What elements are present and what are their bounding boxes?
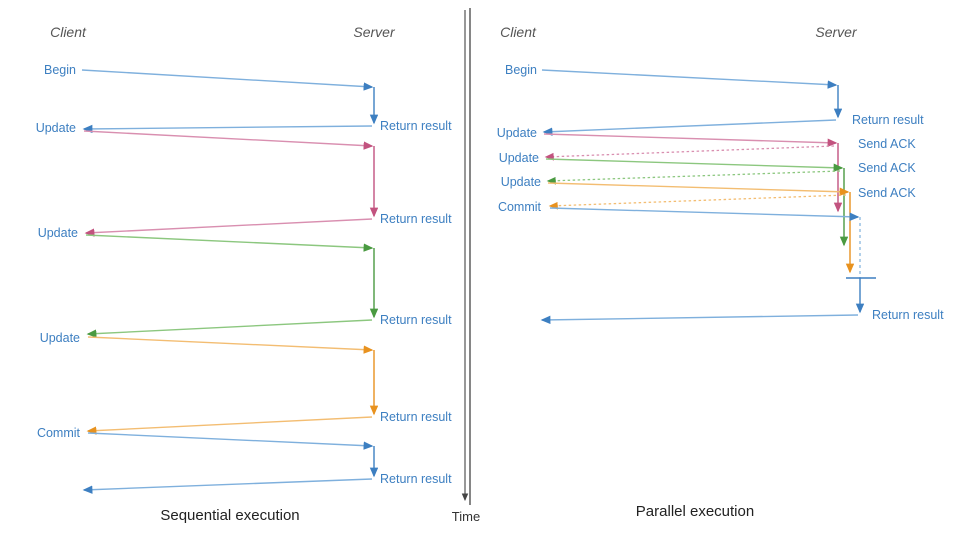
arrow-commit-return (82, 478, 373, 494)
par-label-ack-1: Send ACK (858, 137, 916, 151)
par-caption: Parallel execution (636, 503, 754, 520)
time-axis-label: Time (452, 509, 480, 524)
arrow-p-begin-request (541, 69, 838, 89)
arrow-begin-request (81, 69, 374, 91)
arrow-update2-return (86, 319, 373, 338)
arrow-p-update1-request (543, 133, 838, 147)
arrow-update1-return (84, 218, 373, 237)
arrow-update1-request (83, 130, 374, 150)
arrow-commit-request (87, 432, 374, 450)
panel-sequential (81, 69, 379, 494)
arrow-p-commit-request (549, 207, 860, 221)
arrow-p-commit-return (540, 314, 859, 325)
seq-caption: Sequential execution (160, 507, 299, 524)
arrow-p-update1-ack (544, 145, 835, 161)
seq-label-update-1: Update (36, 121, 76, 135)
arrow-p-update3-ack (548, 194, 847, 210)
arrow-p-begin-return (542, 119, 837, 136)
par-server-actor-label: Server (815, 24, 858, 40)
arrow-update3-return (86, 416, 373, 435)
par-label-ack-3: Send ACK (858, 186, 916, 200)
seq-label-return-2: Return result (380, 212, 452, 226)
par-label-ack-2: Send ACK (858, 161, 916, 175)
par-label-return-2: Return result (872, 308, 944, 322)
par-label-update-3: Update (501, 175, 541, 189)
seq-label-return-1: Return result (380, 119, 452, 133)
arrow-update2-request (85, 234, 374, 252)
arrow-p-update3-request (547, 182, 850, 196)
arrow-update3-request (87, 336, 374, 354)
seq-label-return-4: Return result (380, 410, 452, 424)
panel-parallel (540, 69, 876, 325)
arrow-begin-return (82, 124, 373, 134)
par-label-update-1: Update (497, 126, 537, 140)
par-label-return-1: Return result (852, 113, 924, 127)
seq-server-actor-label: Server (353, 24, 396, 40)
par-label-update-2: Update (499, 151, 539, 165)
seq-label-update-3: Update (40, 331, 80, 345)
seq-label-return-5: Return result (380, 472, 452, 486)
arrow-p-update2-ack (546, 170, 841, 185)
seq-label-return-3: Return result (380, 313, 452, 327)
arrow-p-update2-request (545, 158, 844, 172)
par-client-actor-label: Client (500, 24, 537, 40)
par-label-begin: Begin (505, 63, 537, 77)
seq-client-actor-label: Client (50, 24, 87, 40)
seq-label-commit: Commit (37, 426, 81, 440)
seq-label-update-2: Update (38, 226, 78, 240)
par-label-commit: Commit (498, 200, 542, 214)
seq-label-begin: Begin (44, 63, 76, 77)
